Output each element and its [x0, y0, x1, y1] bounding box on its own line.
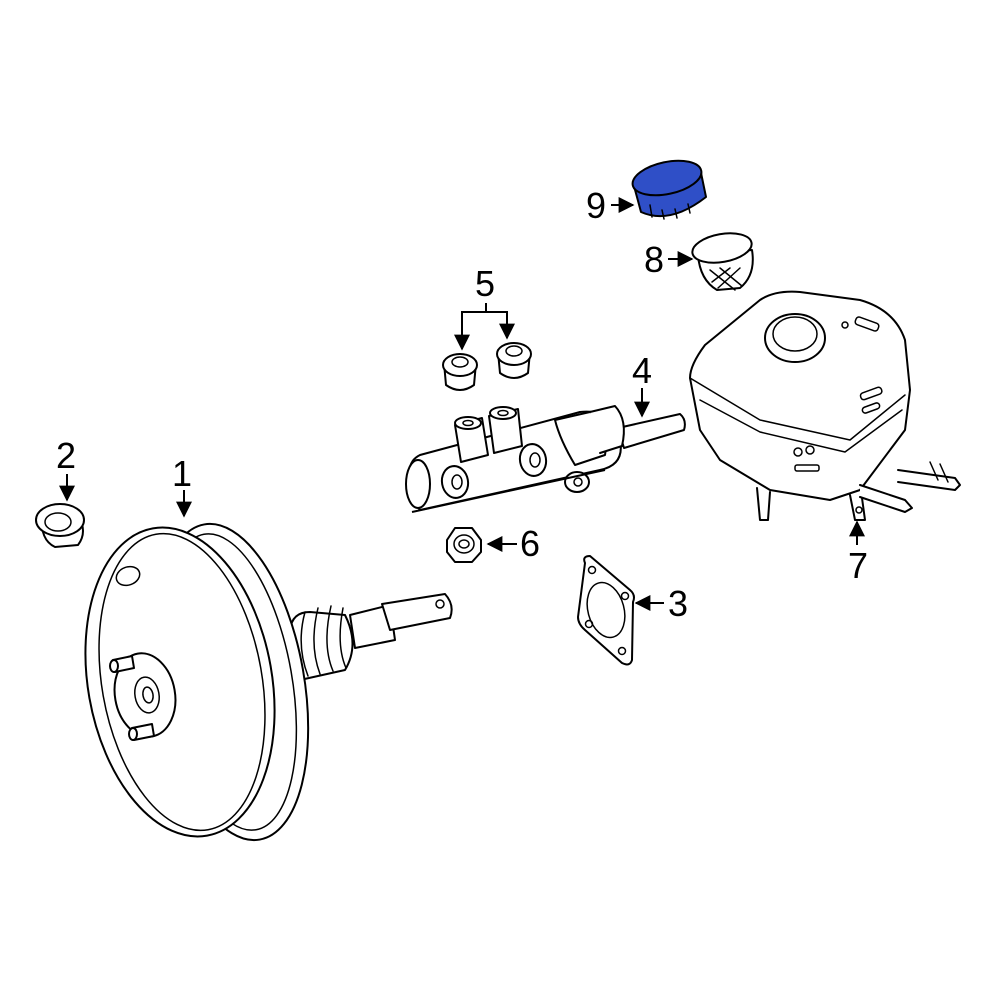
- brake-booster-part-1[interactable]: [62, 512, 453, 852]
- master-cylinder-part-4[interactable]: [405, 405, 686, 513]
- gasket-part-3[interactable]: [577, 555, 635, 666]
- callout-4: 4: [632, 350, 652, 418]
- callout-9: 9: [586, 185, 635, 226]
- callout-6: 6: [486, 523, 540, 564]
- callout-5: 5: [454, 263, 515, 351]
- grommet-part-2[interactable]: [35, 503, 85, 548]
- callout-label-5: 5: [475, 263, 495, 304]
- callout-label-4: 4: [632, 350, 652, 391]
- callout-1: 1: [172, 453, 192, 518]
- callout-label-2: 2: [56, 435, 76, 476]
- strainer-part-8[interactable]: [690, 229, 754, 291]
- callout-label-8: 8: [644, 239, 664, 280]
- reservoir-part-7[interactable]: [689, 290, 961, 521]
- callout-label-1: 1: [172, 453, 192, 494]
- callout-7: 7: [848, 520, 868, 586]
- nut-part-6[interactable]: [446, 527, 482, 563]
- callout-2: 2: [56, 435, 76, 502]
- callout-label-7: 7: [848, 545, 868, 586]
- callout-label-6: 6: [520, 523, 540, 564]
- grommets-part-5[interactable]: [442, 342, 532, 391]
- callout-8: 8: [644, 239, 694, 280]
- callout-label-3: 3: [668, 583, 688, 624]
- callout-3: 3: [634, 583, 688, 624]
- callout-label-9: 9: [586, 185, 606, 226]
- reservoir-cap-part-9[interactable]: [629, 155, 707, 220]
